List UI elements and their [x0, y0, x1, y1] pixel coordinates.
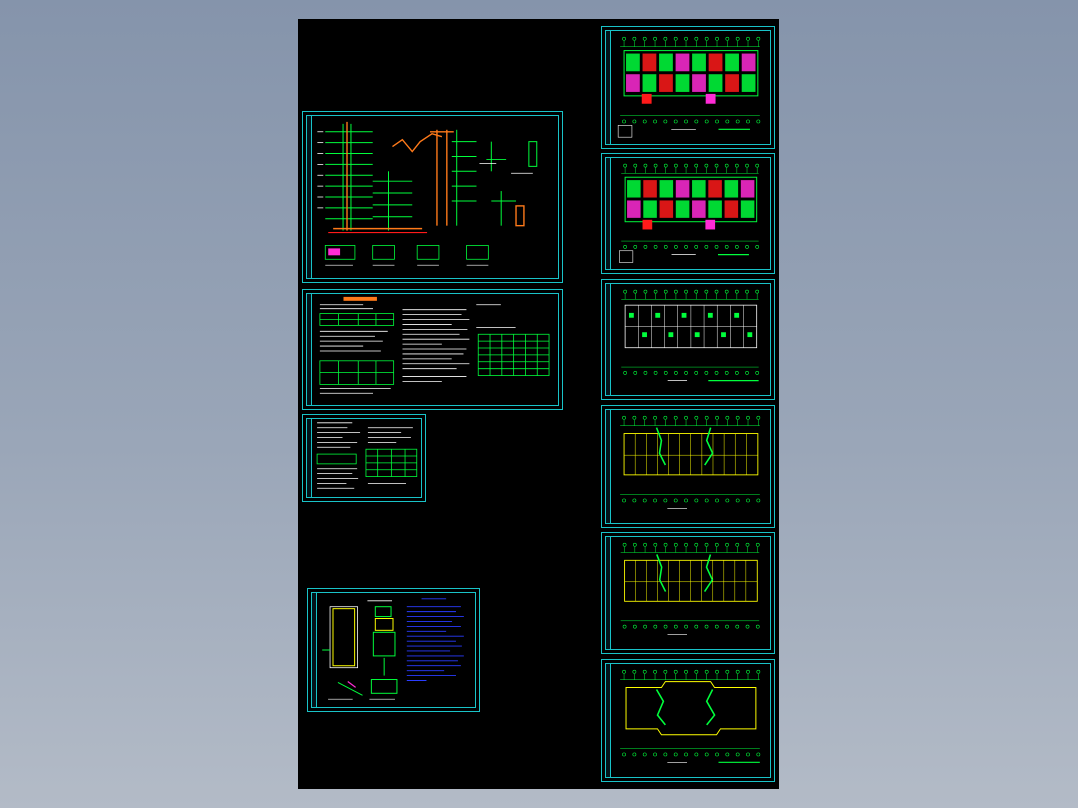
title-strip [311, 592, 317, 708]
sheet-plan-5[interactable] [601, 532, 775, 654]
sheet-inner-border [311, 592, 476, 708]
title-strip [306, 418, 312, 498]
detail-content [322, 598, 464, 700]
sheet-details[interactable] [307, 588, 480, 712]
title-strip [306, 115, 312, 279]
drawing-canvas[interactable] [298, 19, 779, 789]
floor-plan-drawing [619, 163, 760, 263]
floor-plan-drawing [620, 669, 761, 763]
sheet-plan-1[interactable] [601, 26, 775, 149]
sheet-inner-border [605, 30, 771, 145]
sheet-inner-border [605, 283, 771, 396]
title-strip [306, 293, 312, 406]
sheet-inner-border [306, 115, 559, 279]
sheet-design-notes[interactable] [302, 289, 563, 410]
sheet-inner-border [605, 157, 771, 270]
floor-plan-drawing [620, 542, 760, 635]
sheet-plan-6[interactable] [601, 659, 775, 782]
title-strip [605, 30, 611, 145]
title-strip [605, 536, 611, 650]
riser-diagram [317, 121, 538, 266]
title-strip [605, 157, 611, 270]
sheet-material-notes[interactable] [302, 414, 426, 502]
title-strip [605, 663, 611, 778]
title-strip [605, 283, 611, 396]
notes-content [319, 296, 550, 394]
sheet-system-diagram[interactable] [302, 111, 563, 283]
sheet-plan-2[interactable] [601, 153, 775, 274]
floor-plan-drawing [620, 415, 761, 509]
floor-plan-drawing [617, 36, 761, 138]
sheet-inner-border [605, 409, 771, 524]
sheet-inner-border [605, 663, 771, 778]
sheet-plan-4[interactable] [601, 405, 775, 528]
notes-content [316, 422, 418, 489]
sheet-inner-border [605, 536, 771, 650]
title-strip [605, 409, 611, 524]
sheet-plan-3[interactable] [601, 279, 775, 400]
floor-plan-drawing [621, 289, 760, 382]
sheet-inner-border [306, 418, 422, 498]
sheet-inner-border [306, 293, 559, 406]
